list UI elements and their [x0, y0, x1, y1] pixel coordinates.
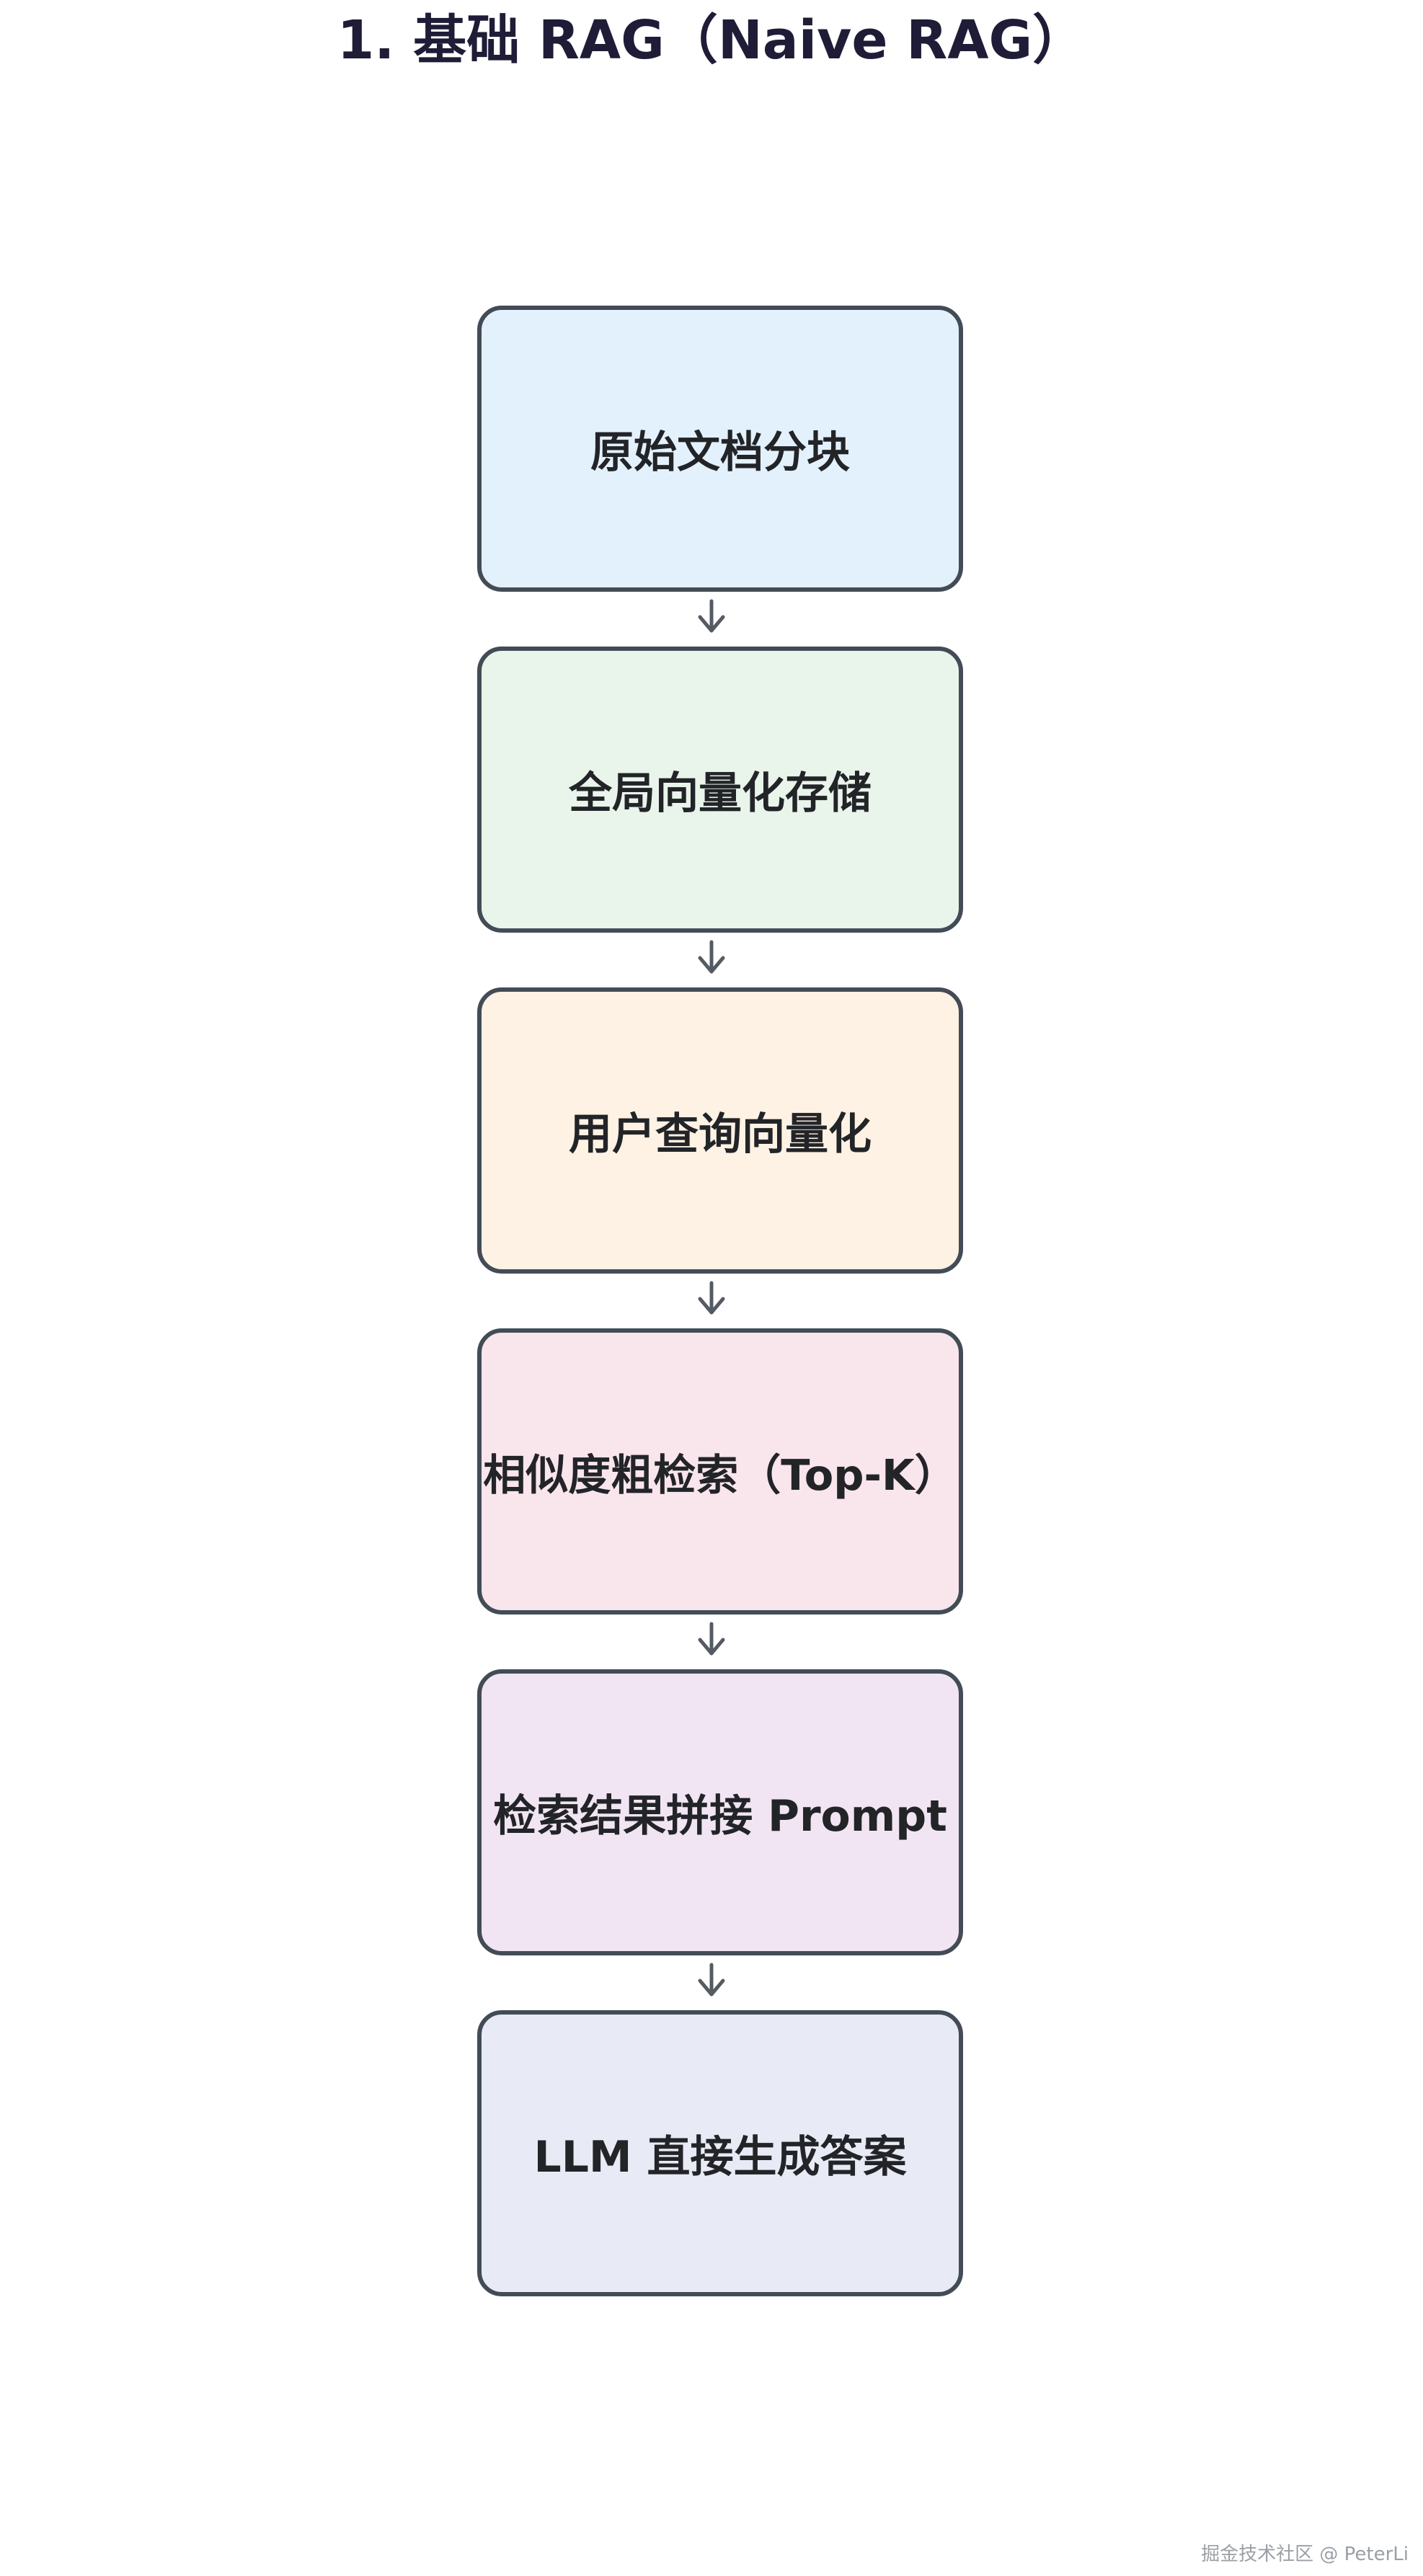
flow-arrow-1-icon: [698, 599, 725, 633]
diagram-title: 1. 基础 RAG（Naive RAG）: [337, 9, 1086, 71]
flow-step-5-label: 检索结果拼接 Prompt: [493, 1791, 947, 1842]
flow-step-3-box: 用户查询向量化: [477, 987, 963, 1274]
flow-step-5-box: 检索结果拼接 Prompt: [477, 1669, 963, 1955]
flow-step-4-label: 相似度粗检索（Top-K）: [483, 1450, 957, 1500]
flow-step-2-box: 全局向量化存储: [477, 647, 963, 933]
flow-step-1-box: 原始文档分块: [477, 306, 963, 592]
flow-step-2-label: 全局向量化存储: [569, 768, 872, 819]
watermark-text: 掘金技术社区 @ PeterLi: [1201, 2544, 1409, 2565]
flow-arrow-4-icon: [698, 1622, 725, 1656]
flow-arrow-3-icon: [698, 1281, 725, 1315]
flow-arrow-5-icon: [698, 1963, 725, 1997]
flow-step-6-box: LLM 直接生成答案: [477, 2010, 963, 2296]
flow-step-1-label: 原始文档分块: [590, 427, 850, 478]
flow-step-3-label: 用户查询向量化: [569, 1109, 872, 1160]
flow-step-4-box: 相似度粗检索（Top-K）: [477, 1328, 963, 1615]
flow-arrow-2-icon: [698, 940, 725, 974]
flow-step-6-label: LLM 直接生成答案: [533, 2132, 907, 2182]
